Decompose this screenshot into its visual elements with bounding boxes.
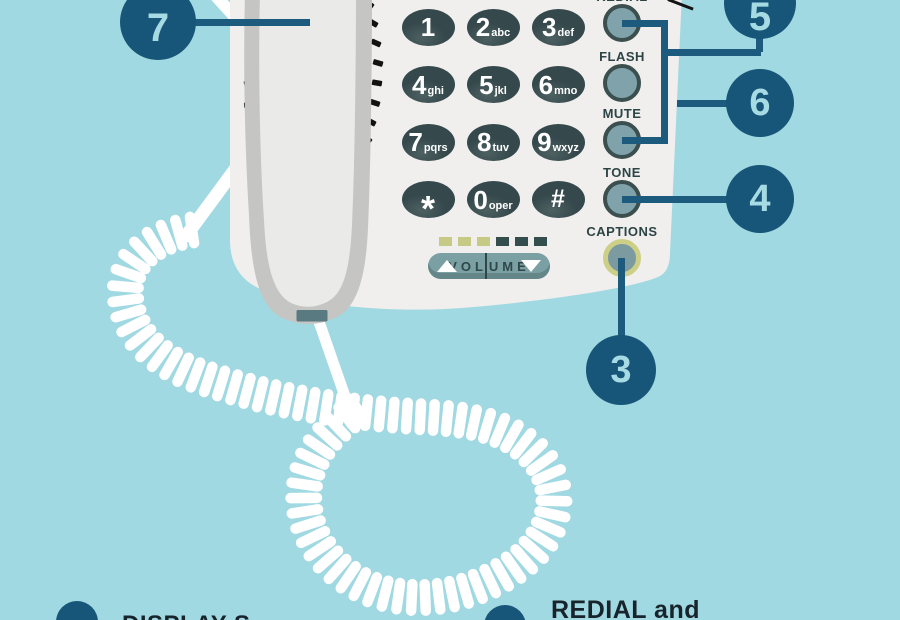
handset-inner <box>259 0 356 307</box>
callout-bracket-5 <box>660 19 668 144</box>
redial-label: REDIAL <box>562 0 682 4</box>
key-1: 1 <box>401 8 455 46</box>
key-hash: # <box>531 181 585 218</box>
key-star: * <box>401 181 455 226</box>
callout-7: 7 <box>120 0 196 60</box>
volume-level-square <box>458 237 471 246</box>
flash-label: FLASH <box>599 49 645 64</box>
callout-line-3 <box>618 258 625 340</box>
callout-line-4 <box>622 195 730 203</box>
callout-6: 6 <box>726 69 794 137</box>
volume-up-icon <box>437 260 457 272</box>
callout-line-5v <box>755 26 763 52</box>
callout-line-6 <box>677 99 730 107</box>
volume-rocker: VOL UME <box>428 253 550 279</box>
handset-cord-notch <box>296 310 328 322</box>
volume-level-square <box>515 237 528 246</box>
coil-rungs <box>106 211 573 616</box>
callout-line-7 <box>160 18 310 26</box>
volume-level-square <box>477 237 490 246</box>
tone-label: TONE <box>603 165 641 180</box>
captions-label: CAPTIONS <box>586 224 658 239</box>
legend-circle-right <box>484 605 526 620</box>
volume-level-square <box>439 237 452 246</box>
callout-3: 3 <box>586 335 656 405</box>
cord-stub <box>211 0 239 21</box>
volume-down-icon <box>521 260 541 272</box>
volume-label-ume: UME <box>488 258 530 274</box>
volume-level-square <box>496 237 509 246</box>
legend-item-redial: REDIAL and <box>551 596 700 620</box>
legend-item-display: DISPLAY S <box>122 611 251 620</box>
callout-4: 4 <box>726 165 794 233</box>
callout-line-redial <box>622 19 667 27</box>
flash-button <box>603 64 641 102</box>
mute-label: MUTE <box>602 106 642 121</box>
callout-line-5h <box>660 48 761 56</box>
volume-level-square <box>534 237 547 246</box>
volume-divider <box>484 253 487 279</box>
callout-line-mute <box>622 136 667 144</box>
legend-circle-left <box>56 601 98 620</box>
